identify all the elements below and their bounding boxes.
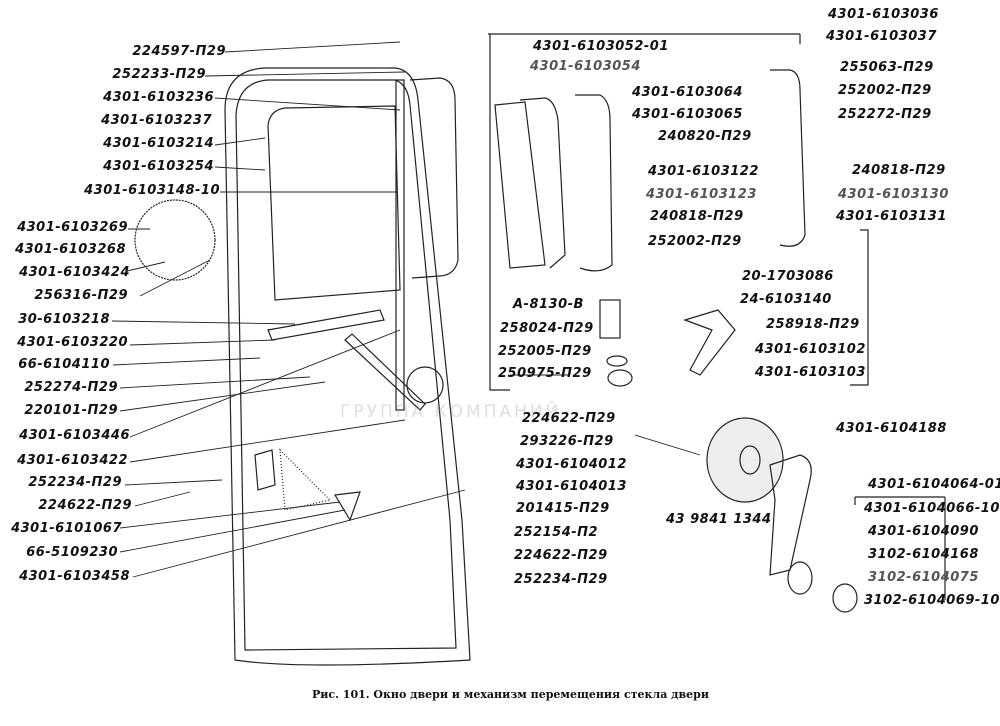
rear-window-frame (409, 77, 459, 279)
part-label: 4301-6104064-01 (868, 477, 1000, 492)
part-label: 4301-6101067 (11, 521, 122, 536)
vent-glass (494, 101, 546, 269)
part-label: 224597-П29 (132, 44, 226, 59)
part-label: 4301-6103036 (828, 7, 939, 22)
vent-glass-seal (519, 97, 566, 269)
part-label: 258024-П29 (500, 321, 594, 336)
washer-252005 (606, 355, 628, 367)
part-label: 201415-П29 (516, 501, 610, 516)
part-label: 224622-П29 (522, 411, 616, 426)
part-label: 4301-6103422 (17, 453, 128, 468)
lever-handle (683, 309, 736, 376)
window-crank-handle (769, 454, 812, 576)
nut-250975 (607, 369, 633, 387)
part-label: 4301-6104013 (516, 479, 627, 494)
part-label: 20-1703086 (742, 269, 834, 284)
part-label: 4301-6103052-01 (533, 39, 669, 54)
handle-knob (706, 417, 784, 503)
part-label: 252234-П29 (28, 475, 122, 490)
part-label: 252274-П29 (24, 380, 118, 395)
spring-a8130 (599, 299, 621, 339)
part-label: 24-6103140 (740, 292, 832, 307)
vent-frame-rod (575, 94, 613, 272)
part-label: 4301-6104090 (868, 524, 979, 539)
part-label: 4301-6103122 (648, 164, 759, 179)
door-window-glass (267, 105, 401, 301)
part-label: 4301-6104066-10 (864, 501, 1000, 516)
part-label: 258918-П29 (766, 317, 860, 332)
detail-inset-circle (134, 199, 216, 281)
part-label: 4301-6103214 (103, 136, 214, 151)
crank-knob (832, 583, 858, 613)
part-label: 30-6103218 (18, 312, 110, 327)
part-label: 240818-П29 (650, 209, 744, 224)
part-label: 4301-6103037 (826, 29, 937, 44)
part-label: 43 9841 1344 (666, 512, 772, 527)
part-label: 4301-6103254 (103, 159, 214, 174)
part-label: 252272-П29 (838, 107, 932, 122)
door-frame-inner (235, 79, 457, 651)
part-label: 3102-6104168 (868, 547, 979, 562)
hinge-bracket (334, 491, 361, 522)
part-label: 4301-6103064 (632, 85, 743, 100)
part-label: 4301-6103424 (19, 265, 130, 280)
bracket-handle-group (854, 496, 946, 600)
glass-guide-channel (395, 79, 405, 411)
part-label: 252002-П29 (838, 83, 932, 98)
part-label: 224622-П29 (514, 548, 608, 563)
part-label: 4301-6103130 (838, 187, 949, 202)
part-label: 293226-П29 (520, 434, 614, 449)
part-label: 255063-П29 (840, 60, 934, 75)
part-label: 252154-П2 (514, 525, 599, 540)
crank-hub (787, 561, 813, 595)
part-label: 252002-П29 (648, 234, 742, 249)
part-label: 224622-П29 (38, 498, 132, 513)
part-label: 4301-6103237 (101, 113, 212, 128)
part-label: 4301-6104188 (836, 421, 947, 436)
part-label: 4301-6104012 (516, 457, 627, 472)
group-bracket-right (488, 33, 869, 391)
part-label: 252005-П29 (498, 344, 592, 359)
lower-plate (279, 448, 332, 511)
part-label: 3102-6104069-10 (864, 593, 1000, 608)
door-frame-outline (224, 67, 471, 666)
part-label: 4301-6103065 (632, 107, 743, 122)
figure-caption: Рис. 101. Окно двери и механизм перемеще… (312, 688, 709, 701)
part-label: 252233-П29 (112, 67, 206, 82)
part-label: 4301-6103131 (836, 209, 947, 224)
part-label: 4301-6103148-10 (84, 183, 220, 198)
part-label: 3102-6104075 (868, 570, 979, 585)
part-label: 252234-П29 (514, 572, 608, 587)
part-label: 256316-П29 (34, 288, 128, 303)
watermark-text: ГРУППА КОМПАНИЙ (340, 402, 562, 422)
lower-bracket (254, 449, 276, 491)
leader-lines (111, 41, 701, 578)
handle-knob-hole (739, 445, 761, 475)
part-label: 4301-6103268 (15, 242, 126, 257)
part-label: 4301-6103220 (17, 335, 128, 350)
regulator-gear (406, 366, 444, 404)
regulator-arm (344, 333, 426, 411)
part-label: 66-5109230 (26, 545, 118, 560)
part-label: 220101-П29 (24, 403, 118, 418)
part-label: 240818-П29 (852, 163, 946, 178)
part-label: 66-6104110 (18, 357, 110, 372)
part-label: 4301-6103458 (19, 569, 130, 584)
part-label: 240820-П29 (658, 129, 752, 144)
glass-lift-channel (267, 309, 385, 341)
part-label: 4301-6103446 (19, 428, 130, 443)
part-label: А-8130-В (513, 297, 584, 312)
part-label: 250975-П29 (498, 366, 592, 381)
part-label: 4301-6103103 (755, 365, 866, 380)
part-label: 4301-6103236 (103, 90, 214, 105)
part-label: 4301-6103102 (755, 342, 866, 357)
part-label: 4301-6103269 (17, 220, 128, 235)
window-seal-right (770, 69, 806, 247)
part-label: 4301-6103123 (646, 187, 757, 202)
part-label: 4301-6103054 (530, 59, 641, 74)
